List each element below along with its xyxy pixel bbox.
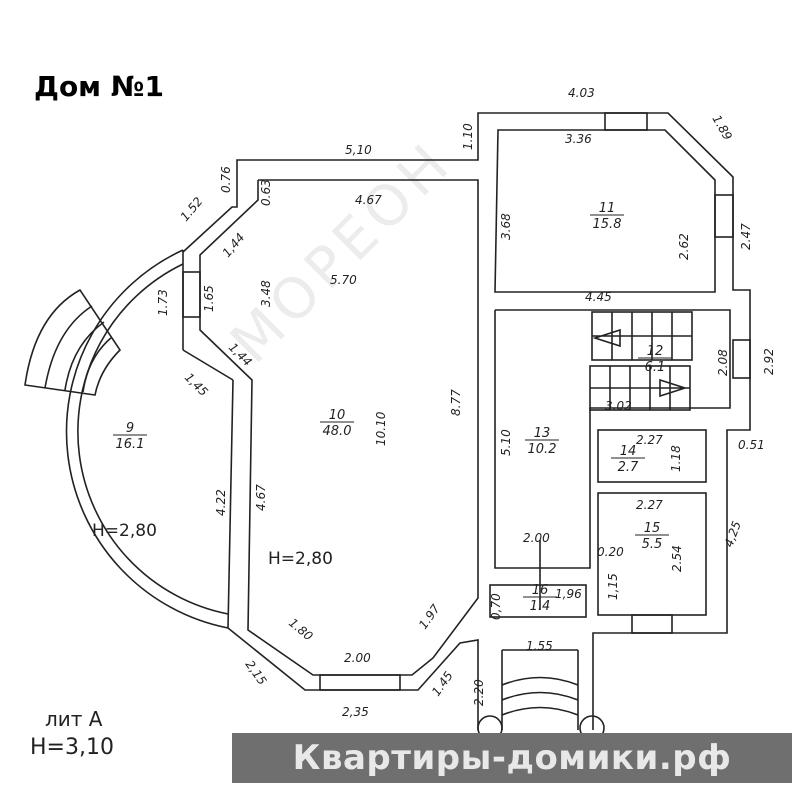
wall-9-10-diag <box>182 349 234 381</box>
dimension-label: 5.10 <box>499 429 513 456</box>
stairs-12 <box>589 311 693 411</box>
room-area: 1.4 <box>530 599 551 614</box>
dimension-label: 4.67 <box>355 193 382 207</box>
dimension-label: 2.62 <box>677 233 691 260</box>
dimension-label: 1,15 <box>606 573 620 600</box>
site-banner: Квартиры-домики.рф <box>232 733 792 783</box>
dimension-label: 2.20 <box>472 679 486 706</box>
wall-room-14 <box>597 429 707 483</box>
room-area: 6.1 <box>645 360 666 375</box>
dimension-label: 1.52 <box>178 194 206 223</box>
dimension-label: 3.36 <box>565 132 592 146</box>
house-height: H=3,10 <box>30 735 114 760</box>
dimension-label: 3.02 <box>605 399 632 413</box>
dimension-label: 2.27 <box>636 498 663 512</box>
room-number: 13 <box>534 426 551 441</box>
dimension-label: 8.77 <box>449 389 463 416</box>
dimension-label: 2,35 <box>342 705 369 719</box>
page-title: Дом №1 <box>34 70 164 103</box>
room-area: 2.7 <box>618 460 639 475</box>
room-number: 11 <box>599 201 616 216</box>
dimension-label: 0,70 <box>489 593 503 620</box>
wall-main-outer <box>182 112 751 730</box>
dimension-label: 4,25 <box>722 519 744 549</box>
room-area: 15.8 <box>593 217 622 232</box>
room-number: 10 <box>329 408 346 423</box>
room-number: 12 <box>647 344 664 359</box>
room-label-9: 916.1 <box>113 421 147 452</box>
dimension-label: 2,15 <box>243 658 270 688</box>
dimension-label: 2.00 <box>344 651 371 665</box>
dimension-label: 0.63 <box>259 179 273 206</box>
dimension-label: 3.48 <box>259 280 273 307</box>
dimension-label: 2.47 <box>739 223 753 250</box>
room-number: 15 <box>644 521 661 536</box>
lit-label: лит А <box>45 707 103 731</box>
dimension-label: 1,44 <box>226 340 255 369</box>
dimension-label: 5.70 <box>330 273 357 287</box>
dimension-label: 2.92 <box>762 348 776 375</box>
entrance-steps <box>477 649 605 741</box>
room-height-9: H=2,80 <box>92 521 157 541</box>
dimension-label: 5,10 <box>345 143 372 157</box>
room-number: 14 <box>620 444 637 459</box>
dimension-label: 2.27 <box>636 433 663 447</box>
wall-main-outer-bottom <box>227 627 479 730</box>
wall-room-9-outer <box>65 249 229 629</box>
wall-room-10 <box>199 179 479 676</box>
dimension-label: 1.97 <box>416 602 443 632</box>
room-area: 48.0 <box>323 424 352 439</box>
room-area: 5.5 <box>642 537 663 552</box>
dimension-label: 0.76 <box>219 166 233 193</box>
dimension-label: 3.68 <box>499 213 513 240</box>
dimension-label: 2.00 <box>523 531 550 545</box>
dimension-label: 1.73 <box>156 289 170 316</box>
dimension-label: 1.55 <box>526 639 553 653</box>
dimension-label: 1.10 <box>461 123 475 150</box>
wall-room-9-inner <box>77 263 229 615</box>
dimension-label: 1,96 <box>555 587 582 601</box>
dimension-label: 0.51 <box>738 438 765 452</box>
room-area: 16.1 <box>116 437 145 452</box>
dimension-label: 1.65 <box>202 285 216 312</box>
dimension-label: 0.20 <box>597 545 624 559</box>
dimension-label: 4.03 <box>568 86 595 100</box>
dimension-label: 2.08 <box>716 349 730 376</box>
dimension-label: 2.54 <box>670 545 684 572</box>
dimension-label: 4.45 <box>585 290 612 304</box>
room-label-16: 161.4 <box>523 583 557 614</box>
dimension-label: 1.89 <box>709 113 734 143</box>
room-label-14: 142.7 <box>611 444 645 475</box>
bay-window-steps <box>24 288 122 396</box>
room-height-10: H=2,80 <box>268 549 333 569</box>
dimension-label: 4.22 <box>214 489 228 516</box>
windows <box>182 112 751 691</box>
room-number: 16 <box>532 583 549 598</box>
dimension-label: 4.67 <box>254 484 268 511</box>
room-label-15: 155.5 <box>635 521 669 552</box>
wall-room-16 <box>489 584 587 618</box>
wall-9-10 <box>227 379 234 629</box>
room-number: 9 <box>126 421 134 436</box>
dimension-label: 10.10 <box>374 411 388 446</box>
dimension-label: 1.18 <box>669 445 683 472</box>
dimension-label: 1.80 <box>286 616 316 644</box>
room-area: 10.2 <box>528 442 557 457</box>
dimension-label: 1,45 <box>182 370 211 399</box>
room-label-12: 126.1 <box>638 344 672 375</box>
dimension-label: 1,44 <box>220 230 248 259</box>
